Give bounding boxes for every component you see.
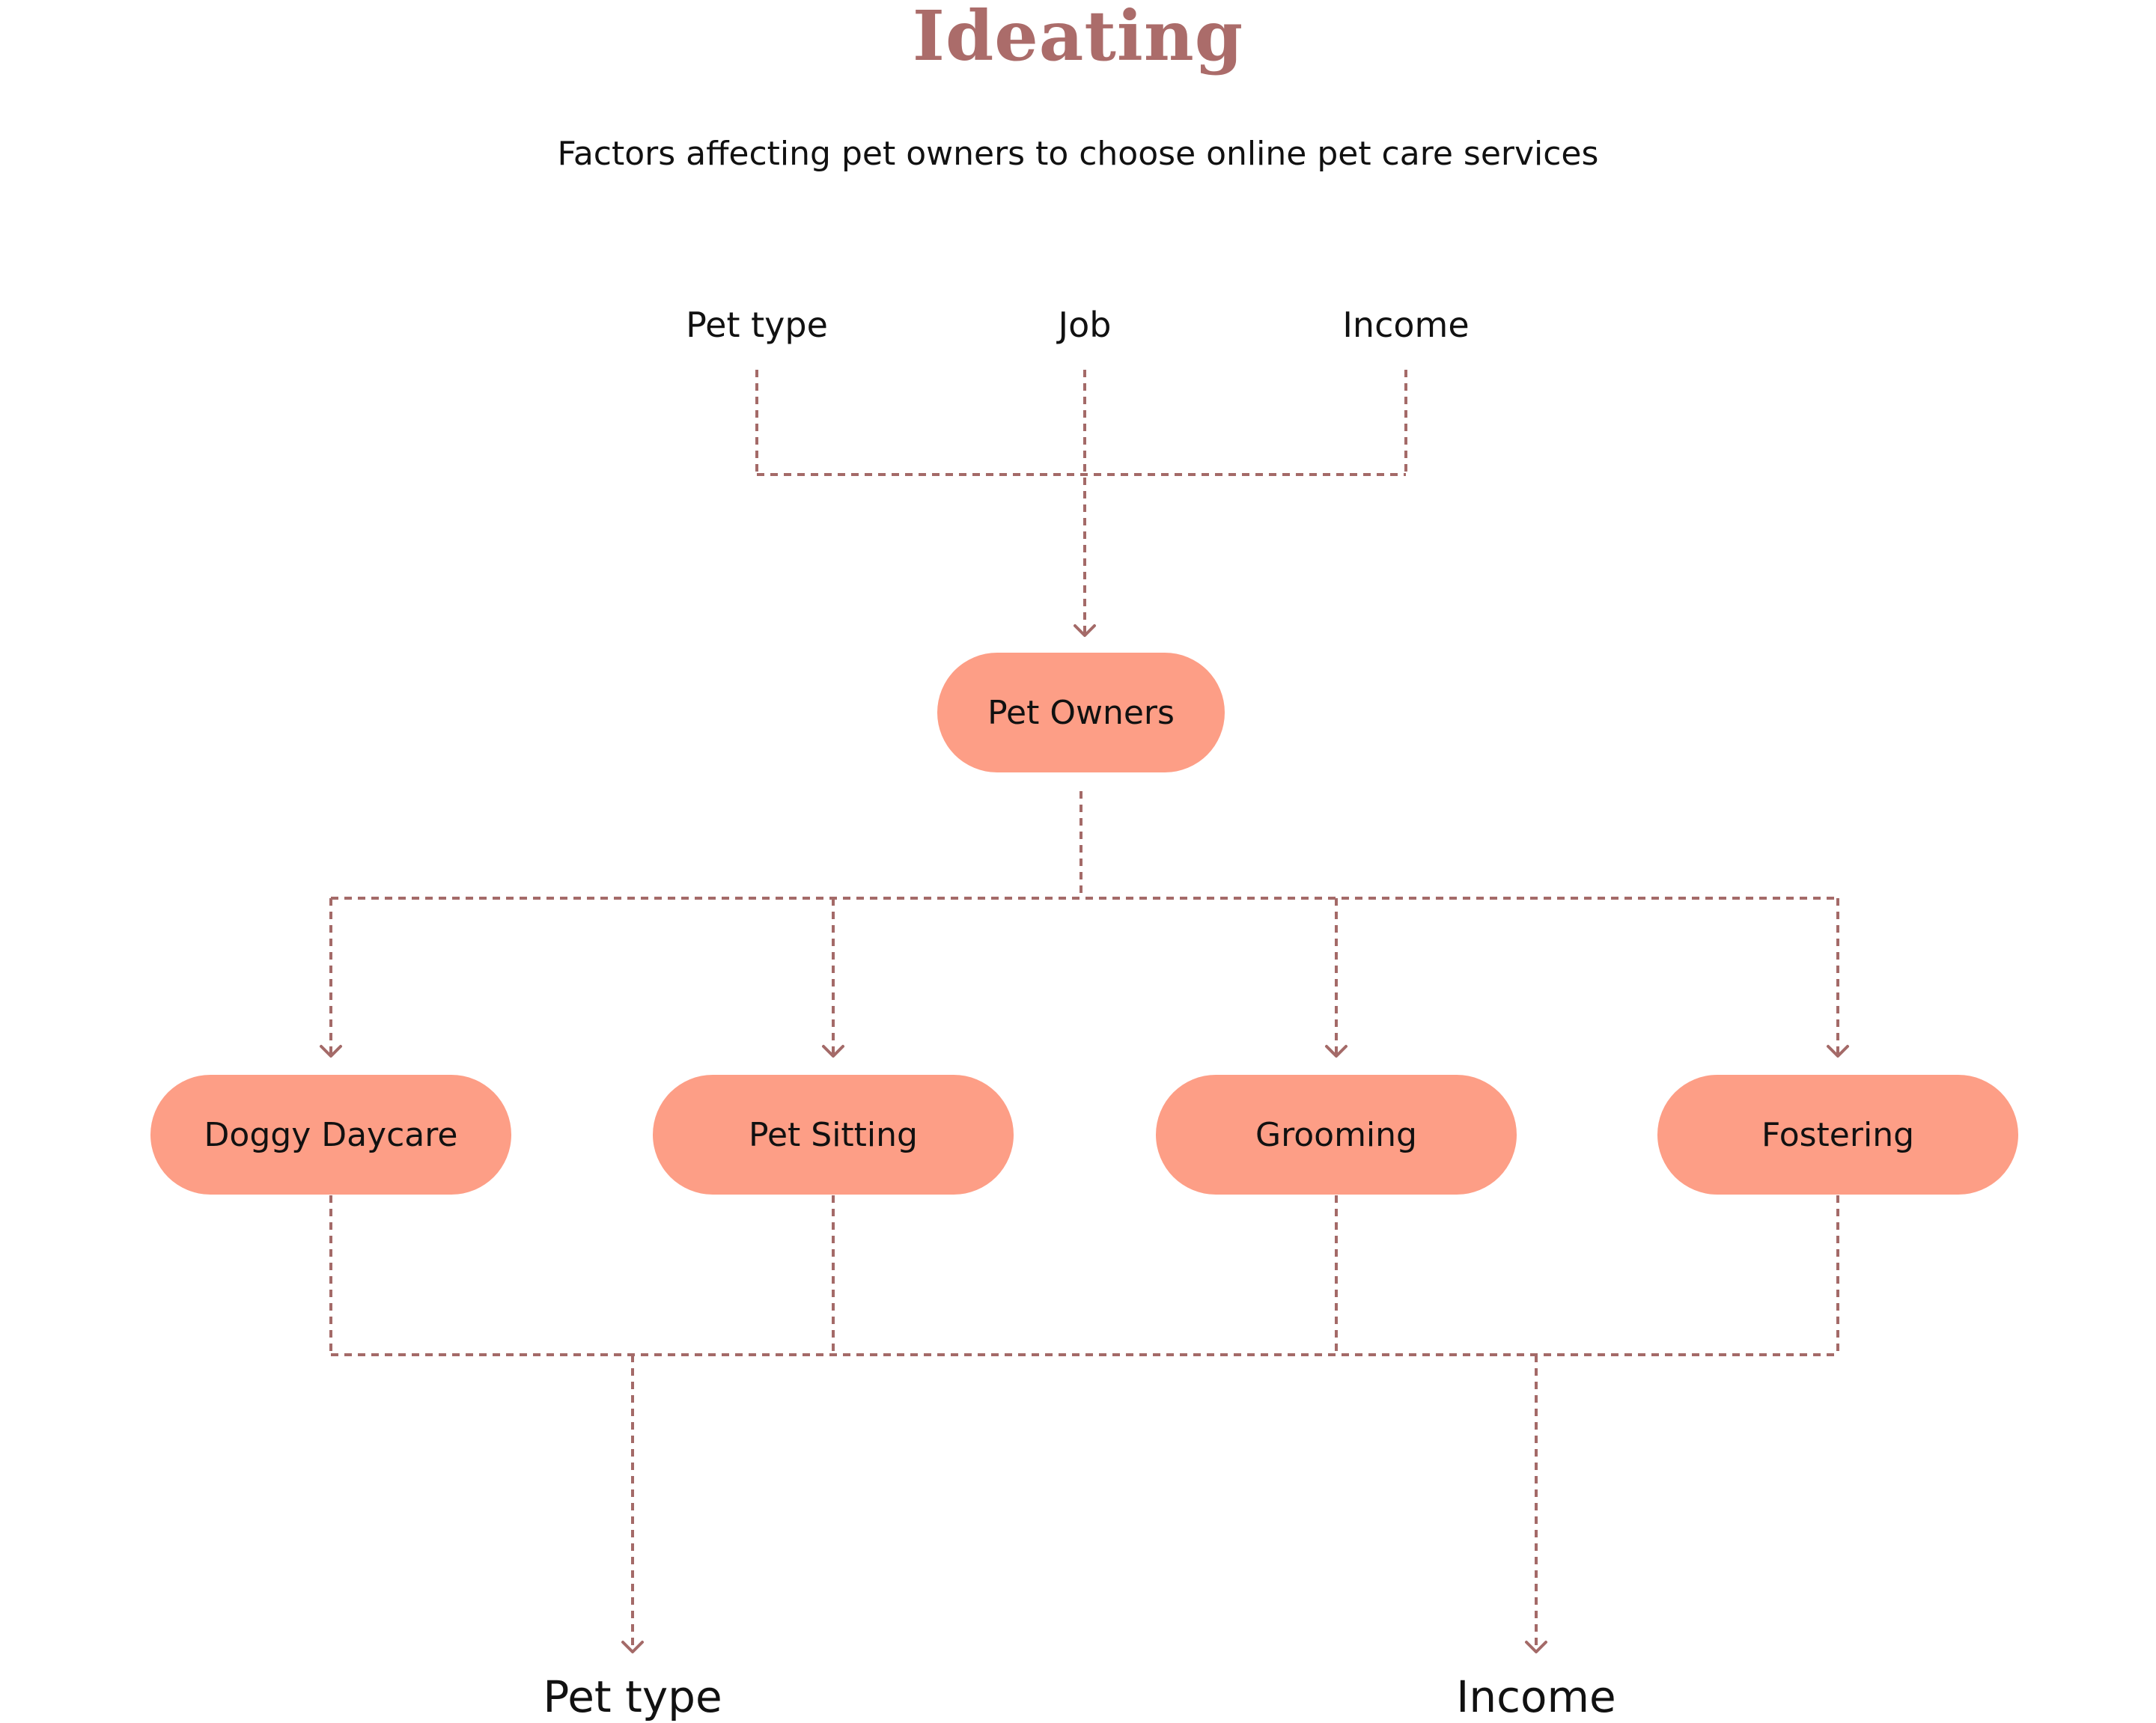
factor-pet-type: Pet type xyxy=(686,305,828,345)
arrowhead-grooming xyxy=(1325,1045,1348,1058)
page-title: Ideating xyxy=(912,0,1244,76)
arrowhead-fostering xyxy=(1827,1045,1849,1058)
outcome-income: Income xyxy=(1456,1671,1616,1722)
arrowhead-pet-owners xyxy=(1074,624,1096,637)
arrowhead-income-outcome xyxy=(1525,1641,1547,1653)
arrowhead-pet-sitting xyxy=(822,1045,844,1058)
node-doggy-daycare: Doggy Daycare xyxy=(150,1075,511,1195)
factor-job: Job xyxy=(1058,305,1112,345)
factor-income: Income xyxy=(1342,305,1470,345)
outcome-pet-type: Pet type xyxy=(543,1671,722,1722)
node-fostering: Fostering xyxy=(1657,1075,2018,1195)
node-pet-sitting: Pet Sitting xyxy=(653,1075,1014,1195)
node-grooming: Grooming xyxy=(1156,1075,1517,1195)
arrowhead-pet-type-outcome xyxy=(621,1641,644,1653)
node-pet-owners: Pet Owners xyxy=(937,653,1225,772)
diagram-subtitle: Factors affecting pet owners to choose o… xyxy=(557,135,1599,173)
arrowhead-doggy-daycare xyxy=(320,1045,342,1058)
